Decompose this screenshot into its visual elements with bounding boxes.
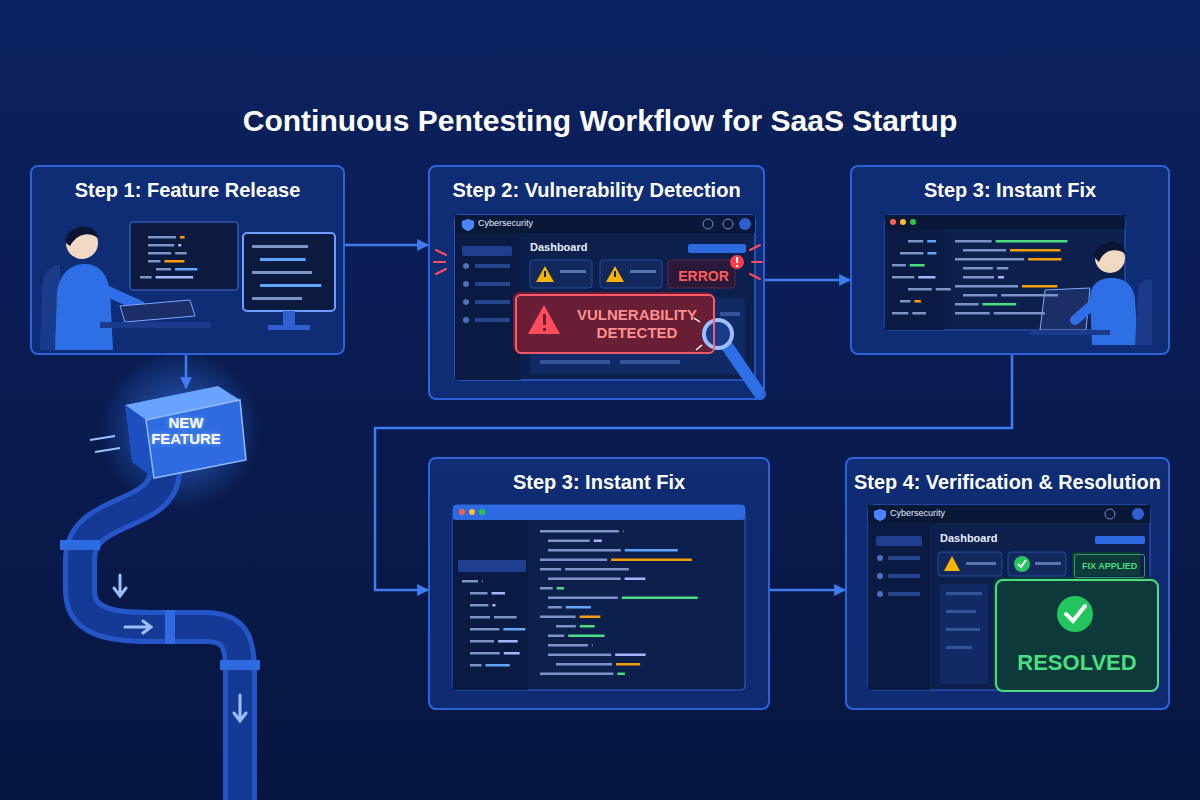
- ui-label: Cybersecurity: [478, 218, 533, 228]
- node-label: ERROR: [678, 268, 729, 284]
- step-heading: Step 4: Verification & Resolution: [854, 471, 1161, 494]
- alert-box: VULNERABILITY DETECTED: [515, 294, 715, 354]
- node-label: RESOLVED: [1017, 650, 1136, 676]
- node-label: NEW FEATURE: [146, 415, 226, 448]
- step-panel: Step 3: Instant Fix: [850, 165, 1170, 355]
- diagram-title: Continuous Pentesting Workflow for SaaS …: [0, 104, 1200, 138]
- ui-label: Dashboard: [940, 532, 997, 544]
- feature-box: NEW FEATURE: [128, 388, 244, 474]
- flow-arrow: [185, 355, 188, 388]
- step-heading: Step 2: Vulnerability Detection: [452, 179, 740, 202]
- step-panel: Step 1: Feature Release: [30, 165, 345, 355]
- step-heading: Step 3: Instant Fix: [924, 179, 1096, 202]
- flow-arrow: [345, 244, 428, 247]
- step-heading: Step 3: Instant Fix: [513, 471, 685, 494]
- step-panel: Step 3: Instant Fix: [428, 457, 770, 710]
- flow-arrow: [770, 589, 845, 592]
- node-label: FIX APPLIED: [1082, 561, 1137, 571]
- status-tile: FIX APPLIED: [1074, 554, 1145, 578]
- step-heading: Step 1: Feature Release: [75, 179, 301, 202]
- node-label: VULNERABILITY DETECTED: [567, 306, 707, 342]
- step-panel: Step 2: Vulnerability DetectionERROR VULN…: [428, 165, 765, 400]
- flow-arrow: [765, 279, 850, 282]
- resolved-badge: RESOLVED: [995, 579, 1159, 692]
- error-tile: ERROR: [670, 262, 737, 290]
- ui-label: Dashboard: [530, 241, 587, 253]
- ui-label: Cybersecurity: [890, 508, 945, 518]
- step-panel: Step 4: Verification & ResolutionFIX APP…: [845, 457, 1170, 710]
